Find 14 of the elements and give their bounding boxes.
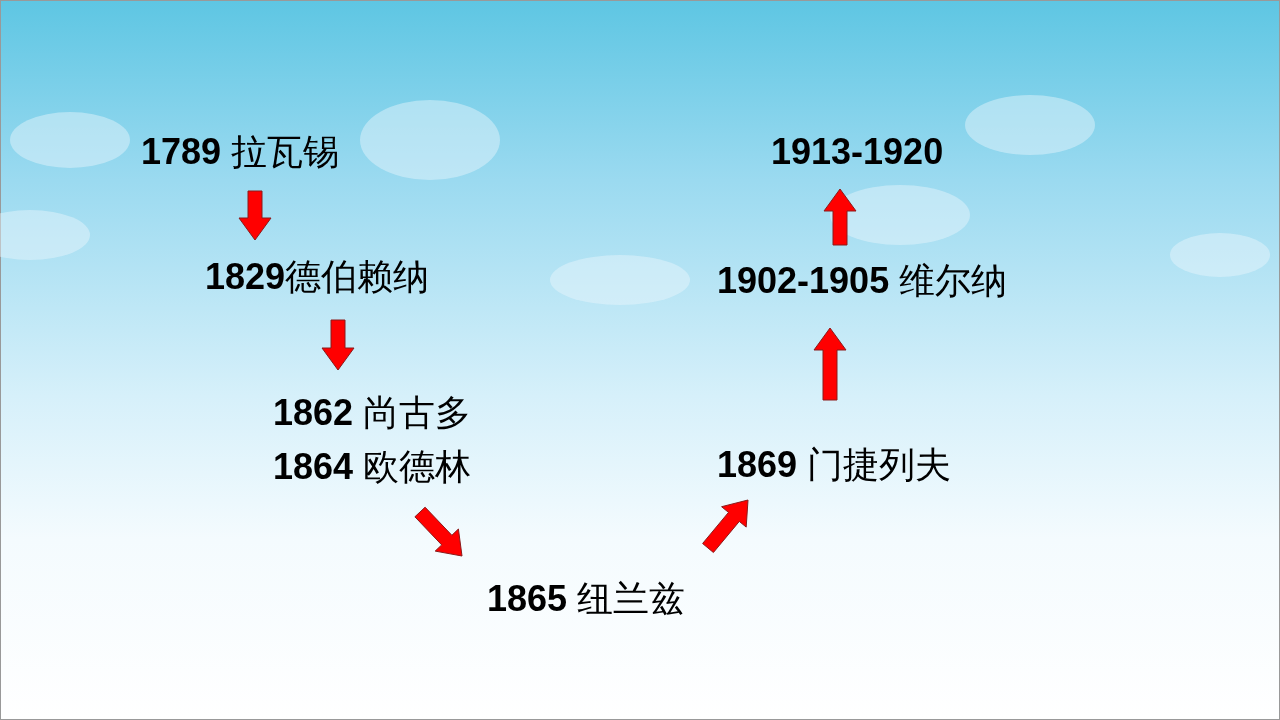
timeline-entry: 1865 纽兰兹	[487, 577, 687, 621]
arrow	[414, 506, 463, 557]
timeline-entry: 1902-1905 维尔纳	[717, 259, 1009, 303]
timeline-entry: 1862 尚古多	[273, 391, 473, 435]
arrow	[813, 327, 847, 401]
timeline-entry: 1789 拉瓦锡	[141, 130, 341, 174]
arrow	[702, 499, 749, 553]
timeline-entry: 1869 门捷列夫	[717, 443, 953, 487]
timeline-entry: 1864 欧德林	[273, 445, 473, 489]
timeline-entry: 1913-1920	[771, 130, 945, 174]
arrow	[823, 188, 857, 246]
arrow	[238, 190, 272, 241]
timeline-entry: 1829德伯赖纳	[205, 255, 431, 299]
arrow	[321, 319, 355, 371]
